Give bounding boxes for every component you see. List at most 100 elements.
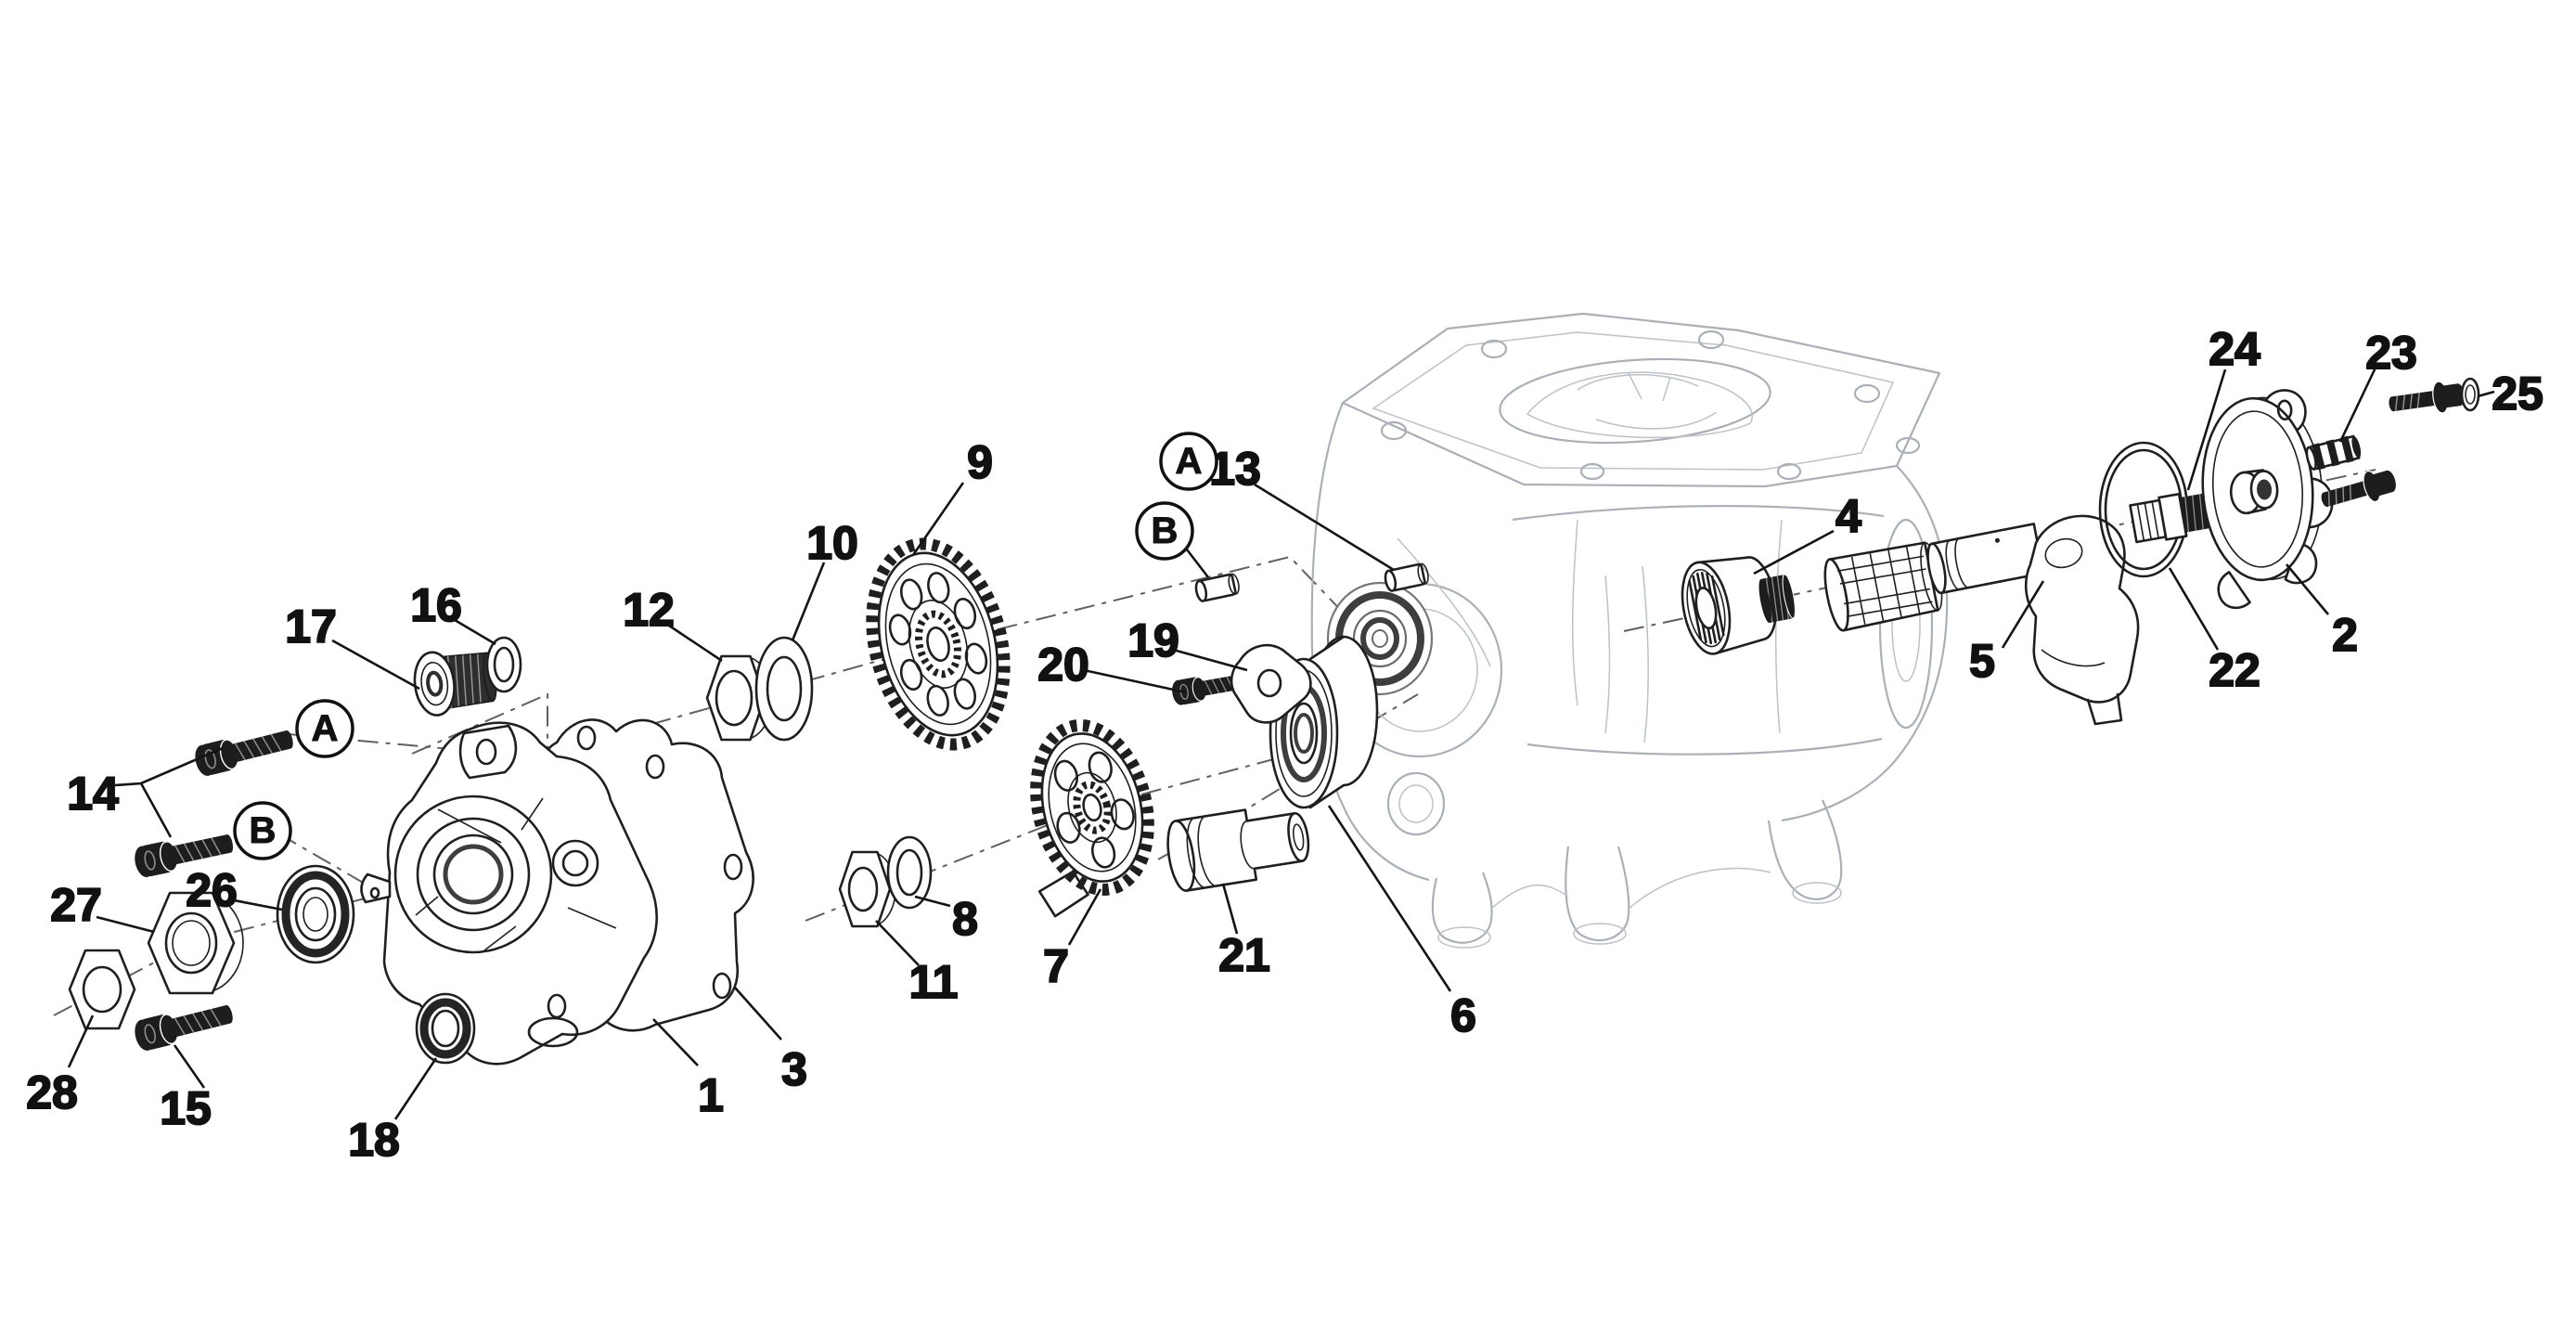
part-number: 21: [1218, 929, 1270, 981]
reference-letter: B: [250, 810, 277, 851]
part-number: 13: [1209, 443, 1261, 495]
callout-21: 21: [1217, 883, 1271, 982]
leader-line: [1172, 648, 1248, 672]
callout-20: 20: [1037, 638, 1187, 694]
part-number: 28: [26, 1066, 78, 1118]
callout-15: 15: [159, 1044, 213, 1135]
callout-5: 5: [1968, 580, 2045, 688]
leader-line: [173, 1044, 206, 1089]
leader-line: [233, 898, 283, 911]
part-number: 10: [806, 517, 858, 569]
washer-10: [754, 636, 814, 742]
bolt-25: [2386, 377, 2467, 421]
leader-line: [1067, 888, 1102, 946]
part-number: 14: [67, 768, 119, 820]
callout-23: 23: [2338, 326, 2418, 443]
lock-nut-12: [705, 654, 773, 742]
part-number: 25: [2492, 368, 2544, 420]
dowel-pin-13: [1384, 562, 1429, 592]
callout-7: 7: [1042, 888, 1102, 993]
callout-19: 19: [1127, 614, 1248, 672]
dowel-pin-b: [1194, 573, 1240, 602]
callout-17: 17: [284, 600, 420, 691]
part-number: 5: [1969, 635, 1995, 687]
part-number: 4: [1835, 490, 1861, 542]
part-number: 20: [1037, 639, 1089, 691]
callout-12: 12: [622, 583, 723, 663]
part-number: 24: [2209, 323, 2260, 375]
splined-sleeve: [1823, 541, 1943, 632]
leader-line: [1753, 529, 1835, 575]
reference-letter: B: [1152, 510, 1179, 551]
leader-line: [2477, 390, 2495, 398]
part-number: 1: [698, 1069, 724, 1121]
callout-26: 26: [185, 863, 283, 917]
part-number: 16: [410, 579, 462, 631]
part-number: 12: [623, 584, 675, 636]
plug-17: [413, 651, 497, 717]
leader-line: [914, 895, 951, 908]
callout-3: 3: [734, 987, 808, 1096]
engine-case: [1310, 312, 1949, 949]
part-number: 6: [1450, 989, 1476, 1041]
letter-circle: [1135, 501, 1194, 561]
reference-letter: A: [312, 708, 339, 749]
part-number: 15: [160, 1082, 212, 1134]
leader-line: [911, 482, 965, 556]
leader-line: [2168, 567, 2220, 651]
gear-9: [866, 537, 1011, 751]
leader-line: [665, 622, 723, 663]
letter-circle: [1159, 432, 1218, 491]
cover-plate-2: [2201, 389, 2334, 610]
callout-25: 25: [2477, 367, 2544, 420]
part-number: 9: [967, 436, 993, 488]
callout-8: 8: [914, 892, 979, 946]
fitting-23: [2305, 434, 2362, 471]
callout-28: 28: [25, 1014, 95, 1119]
callout-9: 9: [911, 435, 994, 556]
leader-line: [2001, 580, 2045, 649]
leader-line: [2338, 367, 2377, 443]
collar-21: [1166, 808, 1310, 892]
ref-letter-B: B: [233, 801, 292, 860]
callout-27: 27: [49, 878, 155, 934]
leader-line: [1221, 883, 1239, 935]
leader-line: [2186, 368, 2227, 491]
leader-line: [652, 1018, 699, 1066]
spacer-18: [415, 992, 476, 1065]
part-number: 2: [2332, 609, 2358, 661]
leader-line: [1254, 483, 1395, 572]
leader-line: [67, 1014, 95, 1068]
ref-letter-B: B: [1135, 501, 1210, 578]
callout-10: 10: [791, 516, 859, 641]
part-number: 19: [1127, 614, 1179, 666]
part-number: 7: [1043, 940, 1069, 992]
letter-circle: [233, 801, 292, 860]
threaded-ring: [1758, 574, 1796, 624]
hex-nut-11: [838, 850, 896, 928]
callout-1: 1: [652, 1018, 725, 1122]
leader-line: [875, 920, 920, 966]
leader-line: [1083, 668, 1187, 694]
washer-8: [886, 835, 933, 910]
callout-13: 13: [1208, 442, 1395, 572]
gear-7: [1030, 719, 1154, 918]
bolt-14-upper: [191, 722, 297, 779]
callout-4: 4: [1753, 489, 1862, 575]
ref-letter-A: A: [295, 699, 354, 758]
callout-2: 2: [2286, 563, 2359, 662]
leader-line: [96, 915, 155, 934]
part-number: 22: [2209, 644, 2260, 696]
o-ring-16: [485, 636, 522, 693]
part-number: 23: [2365, 327, 2417, 379]
ref-letter-A: A: [1159, 432, 1218, 491]
washer-25: [2460, 377, 2480, 412]
part-number: 8: [952, 893, 978, 945]
part-number: 17: [285, 601, 337, 653]
part-number: 3: [781, 1043, 807, 1095]
callout-11: 11: [875, 920, 959, 1009]
callout-16: 16: [409, 578, 496, 646]
part-number: 26: [186, 864, 238, 916]
leader-line: [1185, 549, 1210, 578]
